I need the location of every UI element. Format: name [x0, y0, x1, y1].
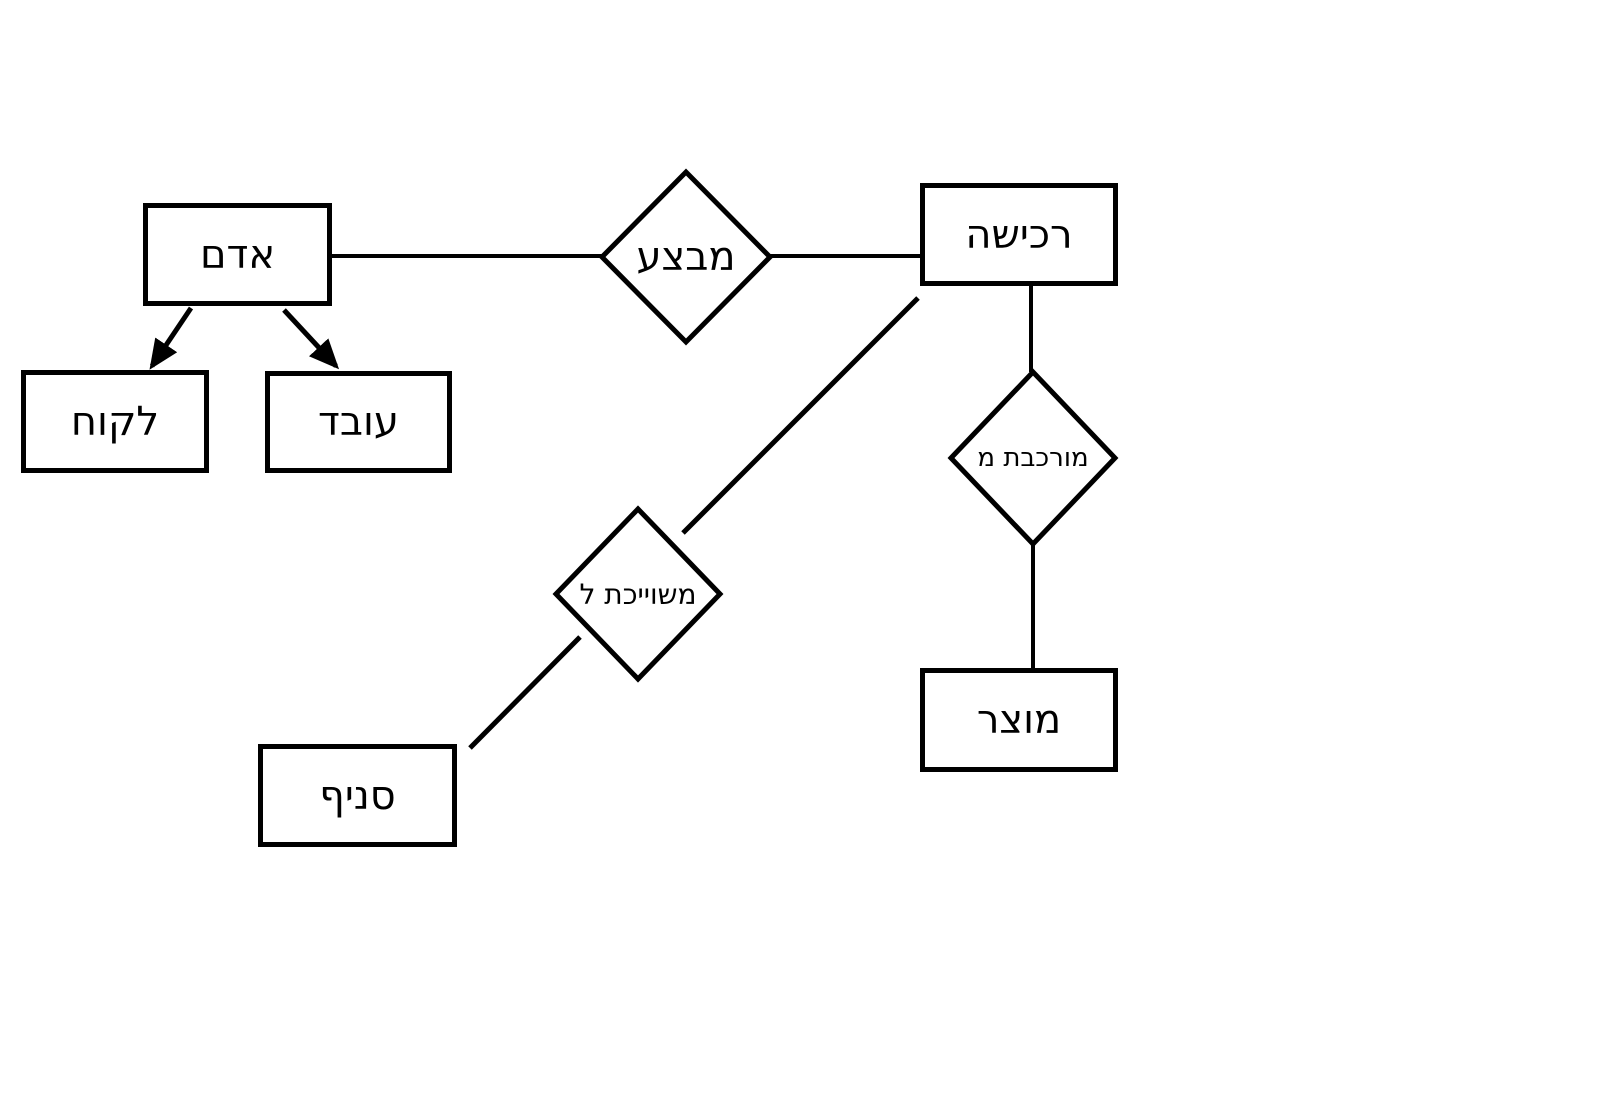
isa-arrow-person-employee	[282, 308, 340, 370]
entity-employee-label: עובד	[318, 399, 399, 445]
entity-customer: לקוח	[21, 370, 209, 473]
entity-product-label: מוצר	[976, 697, 1062, 743]
relationship-diamond-assigned-to	[552, 505, 724, 683]
entity-branch: סניף	[258, 744, 457, 847]
entity-customer-label: לקוח	[70, 398, 160, 445]
isa-arrow-person-customer	[149, 306, 194, 370]
relationship-diamond-composed-of	[947, 368, 1119, 548]
relationship-diamond-performs	[598, 168, 774, 346]
entity-branch-label: סניף	[319, 772, 396, 819]
entity-purchase-label: רכישה	[965, 211, 1073, 258]
entity-employee: עובד	[265, 371, 452, 473]
entity-purchase: רכישה	[920, 183, 1118, 286]
edge-purchase-assigned-to	[681, 296, 920, 535]
entity-person-label: אדם	[199, 231, 276, 278]
entity-product: מוצר	[920, 668, 1118, 772]
edge-assigned-to-branch	[468, 635, 582, 750]
entity-person: אדם	[143, 203, 332, 306]
